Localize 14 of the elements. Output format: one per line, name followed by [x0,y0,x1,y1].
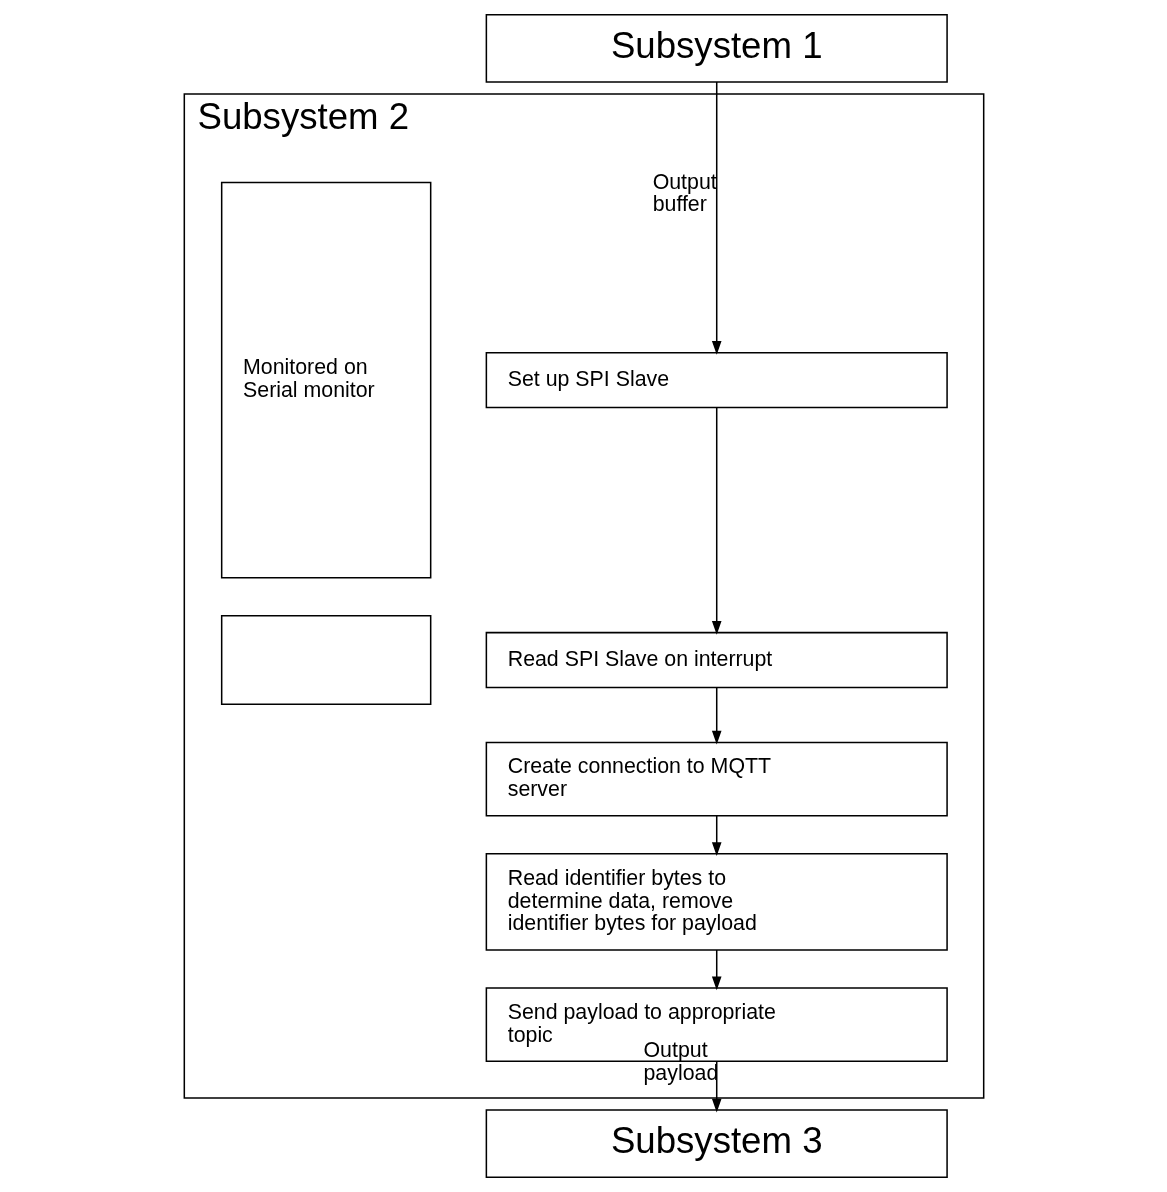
node-box: Read SPI Slave on interrupt [485,631,948,689]
node-box: Subsystem 3 [485,1109,948,1178]
node-box [220,615,431,706]
arrow [711,81,722,355]
node-box: Read identifier bytes to determine data, remove identifier bytes for payload [485,853,948,951]
node-box: Set up SPI Slave [485,351,948,409]
node-box: Subsystem 1 [485,14,948,83]
arrow [711,406,722,635]
arrow [711,815,722,857]
node-box: Create connection to MQTT server [485,741,948,817]
edge-label: Output buffer [652,169,717,217]
node-box: Monitored on Serial monitor [220,181,431,579]
arrow [711,949,722,991]
arrow [711,687,722,745]
